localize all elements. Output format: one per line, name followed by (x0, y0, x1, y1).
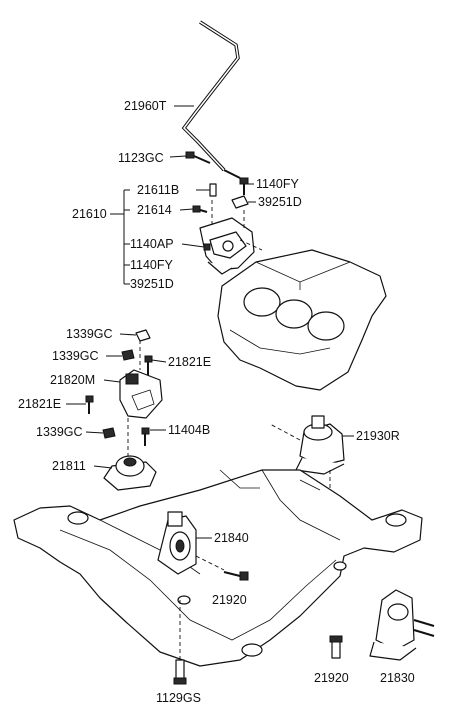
part-labels: 21960T 1123GC 21610 21611B 21614 1140AP … (18, 99, 415, 705)
mount-21840 (157, 511, 197, 575)
bracket-21610 (199, 217, 255, 275)
label-11404b: 11404B (168, 423, 210, 437)
label-1123gc: 1123GC (118, 151, 164, 165)
nut-1339gc-a (135, 329, 151, 342)
label-21821e-a: 21821E (168, 355, 211, 369)
label-21920-a: 21920 (212, 593, 247, 607)
bolt-1123gc (185, 151, 211, 164)
label-21821e-b: 21821E (18, 397, 61, 411)
nut-1339gc-c (102, 427, 116, 439)
label-21840: 21840 (214, 531, 249, 545)
label-21830: 21830 (380, 671, 415, 685)
label-21611b: 21611B (137, 183, 179, 197)
label-39251d-a: 39251D (130, 277, 174, 291)
label-21920-b: 21920 (314, 671, 349, 685)
bolt-21614 (192, 205, 208, 213)
label-1339gc-c: 1339GC (36, 425, 83, 439)
bolt-21821e-b (85, 395, 94, 414)
label-1140fy-a: 1140FY (130, 258, 174, 272)
bolt-21920-b (329, 635, 343, 659)
label-1140fy-b: 1140FY (256, 177, 300, 191)
bracket-21820m (119, 369, 163, 419)
mount-21830 (369, 589, 435, 661)
subframe (13, 469, 423, 667)
label-1339gc-a: 1339GC (66, 327, 113, 341)
label-21820m: 21820M (50, 373, 95, 387)
nut-39251d-top (231, 195, 249, 209)
leader-lines (66, 105, 354, 539)
label-39251d-b: 39251D (258, 195, 302, 209)
label-21610: 21610 (72, 207, 107, 221)
mount-21930r (295, 415, 345, 475)
engine-block (217, 249, 387, 391)
label-1129gs: 1129GS (156, 691, 201, 705)
bolt-1129gs (173, 659, 187, 685)
bolt-21821e-a (144, 355, 153, 376)
bolt-21920-a (223, 571, 249, 581)
label-21960t: 21960T (124, 99, 167, 113)
mount-21811 (103, 455, 157, 491)
label-21614: 21614 (137, 203, 172, 217)
bolt-11404b (141, 427, 150, 446)
label-21930r: 21930R (356, 429, 400, 443)
bolt-21611b (209, 183, 217, 197)
bolt-1140fy-top (239, 177, 249, 195)
label-1339gc-b: 1339GC (52, 349, 99, 363)
label-21811: 21811 (52, 459, 86, 473)
label-1140ap: 1140AP (130, 237, 174, 251)
nut-1339gc-b (121, 349, 135, 361)
rod-21960t (181, 20, 241, 179)
